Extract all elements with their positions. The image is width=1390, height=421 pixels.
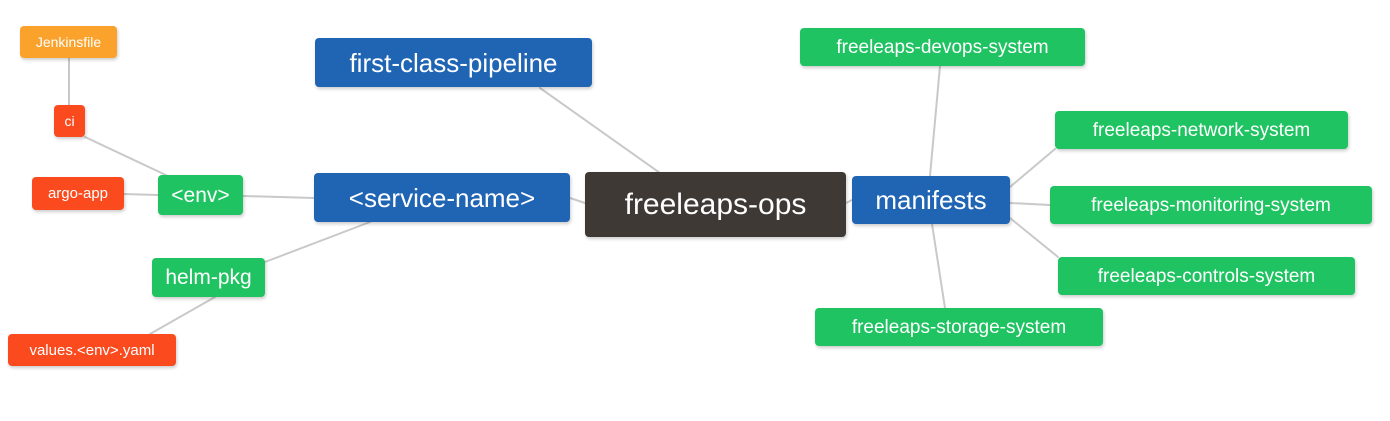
edge-helm-pkg-to-service-name (264, 221, 371, 263)
edge-freeleaps-storage-system-to-manifests (931, 223, 946, 309)
node-freeleaps-devops-system[interactable]: freeleaps-devops-system (800, 28, 1085, 66)
node-freeleaps-ops[interactable]: freeleaps-ops (585, 172, 846, 237)
node-first-class-pipeline[interactable]: first-class-pipeline (315, 38, 592, 87)
node-env[interactable]: <env> (158, 175, 243, 215)
node-manifests[interactable]: manifests (852, 176, 1010, 224)
node-ci[interactable]: ci (54, 105, 85, 137)
node-freeleaps-controls-system[interactable]: freeleaps-controls-system (1058, 257, 1355, 295)
node-helm-pkg[interactable]: helm-pkg (152, 258, 265, 297)
node-label-freeleaps-monitoring-system: freeleaps-monitoring-system (1091, 194, 1331, 216)
node-values-env-yaml[interactable]: values.<env>.yaml (8, 334, 176, 366)
edge-values-env-yaml-to-helm-pkg (149, 296, 216, 335)
node-label-argo-app: argo-app (47, 185, 109, 202)
node-label-freeleaps-network-system: freeleaps-network-system (1092, 119, 1311, 141)
edge-freeleaps-network-system-to-manifests (1009, 148, 1056, 188)
node-label-freeleaps-devops-system: freeleaps-devops-system (836, 36, 1049, 58)
node-freeleaps-storage-system[interactable]: freeleaps-storage-system (815, 308, 1103, 346)
node-label-values-env-yaml: values.<env>.yaml (29, 341, 155, 359)
node-label-freeleaps-controls-system: freeleaps-controls-system (1097, 265, 1316, 287)
node-label-freeleaps-ops: freeleaps-ops (624, 187, 807, 221)
edge-freeleaps-monitoring-system-to-manifests (1009, 202, 1051, 206)
edge-first-class-pipeline-to-freeleaps-ops (539, 87, 661, 174)
node-service-name[interactable]: <service-name> (314, 173, 570, 222)
node-label-jenkinsfile: Jenkinsfile (35, 34, 102, 50)
edge-service-name-to-freeleaps-ops (569, 197, 586, 204)
edge-argo-app-to-env (123, 193, 159, 196)
node-label-manifests: manifests (875, 185, 987, 215)
edge-freeleaps-devops-system-to-manifests (929, 65, 941, 177)
node-jenkinsfile[interactable]: Jenkinsfile (20, 26, 117, 58)
node-freeleaps-monitoring-system[interactable]: freeleaps-monitoring-system (1050, 186, 1372, 224)
node-argo-app[interactable]: argo-app (32, 177, 124, 210)
edge-env-to-service-name (242, 195, 315, 199)
node-label-helm-pkg: helm-pkg (165, 266, 252, 289)
node-label-ci: ci (64, 113, 75, 129)
node-label-freeleaps-storage-system: freeleaps-storage-system (851, 316, 1067, 338)
node-label-env: <env> (171, 183, 230, 207)
edge-ci-to-env (84, 136, 171, 178)
node-freeleaps-network-system[interactable]: freeleaps-network-system (1055, 111, 1348, 149)
edge-freeleaps-controls-system-to-manifests (1009, 217, 1059, 258)
node-label-first-class-pipeline: first-class-pipeline (349, 47, 558, 78)
node-label-service-name: <service-name> (348, 182, 536, 213)
